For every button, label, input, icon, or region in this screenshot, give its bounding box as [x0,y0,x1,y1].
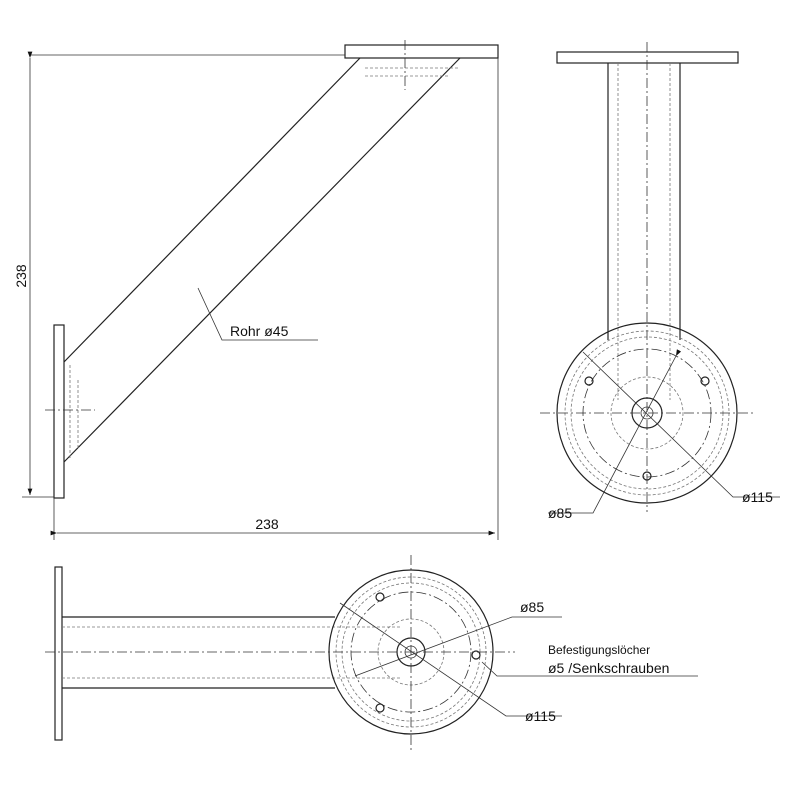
mounting-hole [471,650,481,660]
front-view: ø85 ø115 [540,42,780,521]
height-dimension: 238 [13,264,29,288]
mounting-hole [375,592,385,602]
width-dimension: 238 [255,516,279,532]
hidden-circle [610,376,684,450]
top-plate [556,51,739,64]
inner-diameter-leader [354,616,562,677]
top-inner-diameter: ø85 [520,599,544,615]
side-view: 238 238 Rohr ø45 [13,40,499,540]
tube-edge [63,57,461,463]
front-inner-diameter: ø85 [548,505,572,521]
tube-label: Rohr ø45 [230,323,289,339]
top-view: ø85 Befestigungslöcher ø5 /Senkschrauben… [45,555,698,750]
holes-spec: ø5 /Senkschrauben [548,660,669,676]
hidden-circle [570,336,724,490]
mounting-hole [700,376,710,386]
tube-edge [63,57,361,363]
top-outer-diameter: ø115 [525,708,556,724]
inner-diameter-leader [548,349,682,514]
base-plate-circle [556,322,738,504]
outer-diameter-leader [339,602,562,717]
front-outer-diameter: ø115 [742,489,773,505]
mounting-hole [584,376,594,386]
top-plate [344,44,499,59]
mounting-hole [375,703,385,713]
holes-leader [481,661,698,677]
outer-diameter-leader [582,351,780,498]
wall-plate [54,566,63,741]
tube-leader-line [197,287,318,341]
holes-label: Befestigungslöcher [548,643,650,657]
wall-plate [53,324,65,499]
